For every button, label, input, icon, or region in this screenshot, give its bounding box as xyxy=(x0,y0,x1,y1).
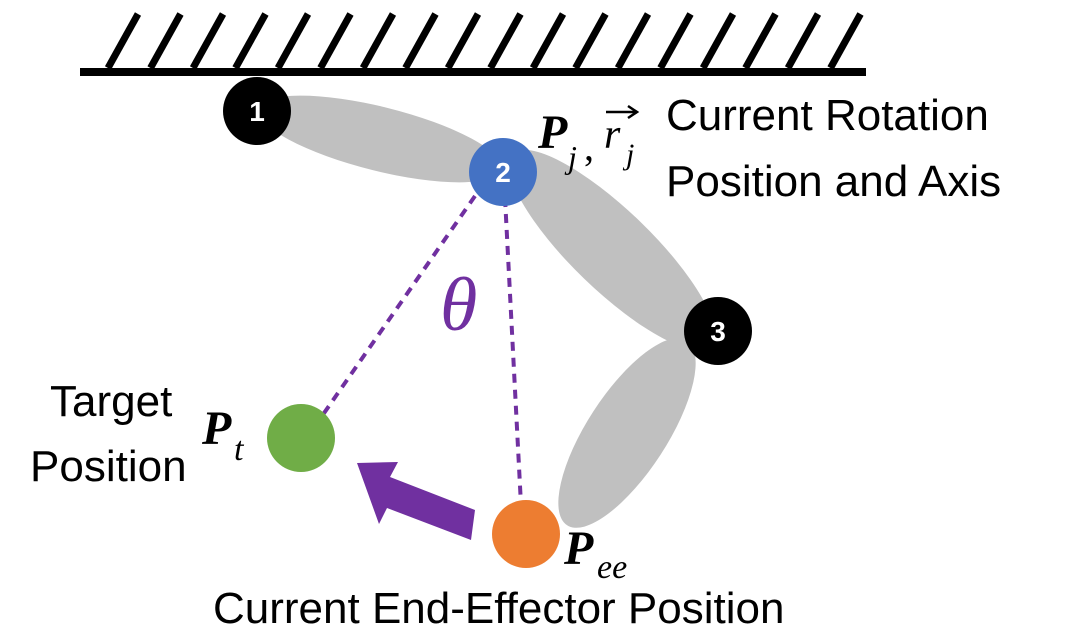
ceiling-hatch xyxy=(232,12,269,70)
target-point xyxy=(267,404,335,472)
pt-symbol: P xyxy=(201,402,232,455)
ceiling-hatch xyxy=(614,12,652,70)
link-1-2 xyxy=(258,95,502,183)
ceiling-hatch xyxy=(104,12,142,70)
ceiling-hatch xyxy=(444,12,482,70)
vector-arrow-icon xyxy=(606,104,640,120)
ceiling-hatch xyxy=(657,12,694,70)
dashed-line-to-end-effector xyxy=(503,197,523,506)
joint-2: 2 xyxy=(469,138,537,206)
joint-2-label: 2 xyxy=(495,157,511,188)
links xyxy=(258,95,716,528)
link-3-ee xyxy=(558,338,696,528)
target-label-line2: Position xyxy=(30,442,187,491)
joint-1: 1 xyxy=(223,77,291,145)
ceiling-hatch xyxy=(529,12,567,70)
pj-symbol: P xyxy=(537,106,568,159)
ceiling-hatch xyxy=(572,12,609,70)
pj-rj-label: P j , r j xyxy=(537,104,640,175)
joint-1-label: 1 xyxy=(249,96,265,127)
ceiling-hatch xyxy=(274,12,312,70)
ceiling-hatch xyxy=(189,12,227,70)
joint-2-circle xyxy=(469,138,537,206)
theta-symbol: θ xyxy=(440,263,477,347)
joint-3-circle xyxy=(684,297,752,365)
comma: , xyxy=(584,124,594,169)
joint-1-circle xyxy=(223,77,291,145)
current-rotation-label-line2: Position and Axis xyxy=(666,157,1001,206)
target-label-line1: Target xyxy=(50,377,172,426)
ceiling-hatch xyxy=(742,12,779,70)
ceiling-hatch xyxy=(487,12,524,70)
ceiling-hatch xyxy=(827,12,864,70)
rj-symbol: r xyxy=(604,112,621,158)
pt-subscript: t xyxy=(234,431,245,468)
joint-3-label: 3 xyxy=(710,316,726,347)
pee-symbol: P xyxy=(563,522,594,575)
ceiling-hatch xyxy=(147,12,184,70)
ceiling-hatching xyxy=(104,12,864,70)
ceiling-hatch xyxy=(359,12,397,70)
link-2-3 xyxy=(508,149,716,351)
ceiling-hatch xyxy=(317,12,354,70)
ceiling-hatch xyxy=(699,12,737,70)
current-rotation-label-line1: Current Rotation xyxy=(666,91,989,140)
direction-arrow xyxy=(357,462,475,540)
rj-subscript: j xyxy=(622,138,634,171)
ceiling-hatch xyxy=(784,12,822,70)
pee-subscript: ee xyxy=(597,549,627,586)
end-effector-label: Current End-Effector Position xyxy=(213,584,784,633)
pj-subscript: j xyxy=(564,139,577,175)
end-effector-point xyxy=(492,500,560,568)
joint-3: 3 xyxy=(684,297,752,365)
ceiling-hatch xyxy=(402,12,439,70)
dashed-line-to-target xyxy=(320,194,477,418)
ceiling xyxy=(80,12,866,76)
